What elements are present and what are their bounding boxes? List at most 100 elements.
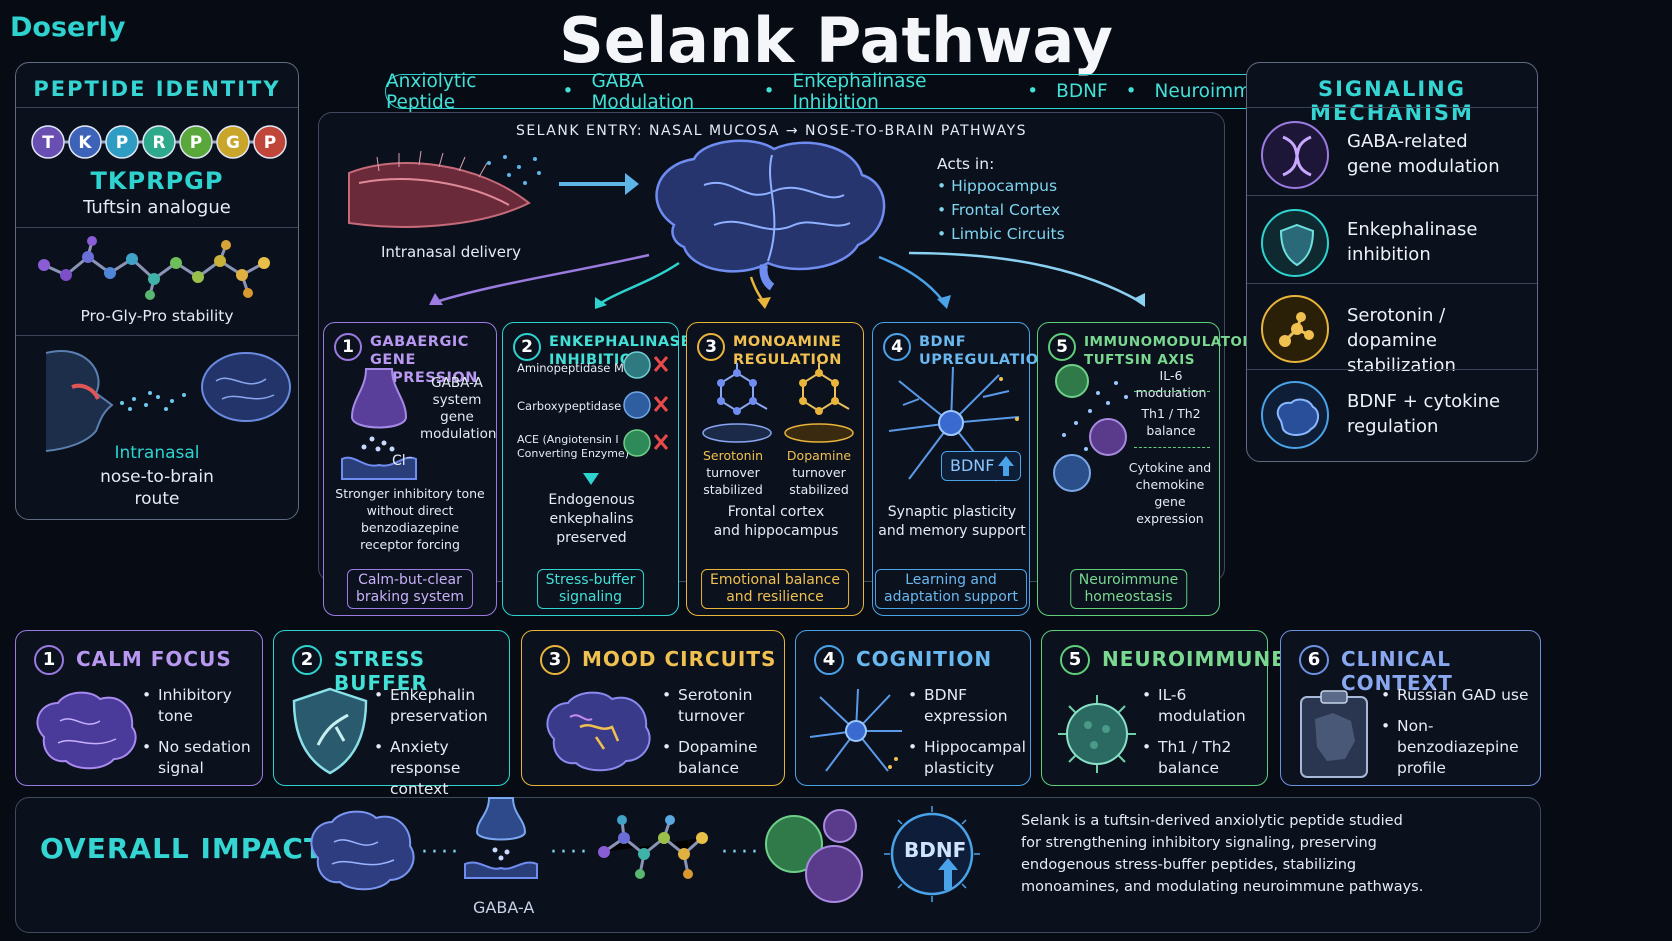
step-number: 3 xyxy=(697,333,725,361)
brain-icon xyxy=(655,139,886,291)
arrow-up-icon xyxy=(998,456,1014,476)
acts-in-item: • Limbic Circuits xyxy=(937,225,1065,243)
connector-dots: ···· xyxy=(421,840,461,865)
brain-icon xyxy=(310,810,415,891)
route-title: Intranasal xyxy=(114,443,200,463)
analogue-label: Tuftsin analogue xyxy=(83,197,231,218)
benefit-item: Inhibitory tone xyxy=(142,685,262,727)
clipboard-icon xyxy=(1300,690,1368,778)
nose-to-brain-illustration xyxy=(45,350,291,452)
residue-letter: K xyxy=(78,133,92,153)
residue-letter: P xyxy=(190,133,202,153)
benefit-number: 1 xyxy=(34,645,64,675)
shield-icon xyxy=(1261,209,1329,277)
step-title: REGULATION xyxy=(733,352,842,368)
overall-impact-panel: OVERALL IMPACT ···· GABA-A ···· ···· BDN… xyxy=(15,797,1541,933)
immune-item: IL-6 modulation xyxy=(1135,368,1207,400)
impact-summary: Selank is a tuftsin-derived anxiolytic p… xyxy=(1021,813,1424,895)
benefit-card-calm-focus: 1 CALM FOCUS Inhibitory tone No sedation… xyxy=(15,630,263,786)
residue-letter: G xyxy=(226,133,240,153)
neuron-icon xyxy=(809,688,902,772)
residue-bead: P xyxy=(105,125,139,159)
arrow-down-icon xyxy=(583,473,599,485)
immune-cells-icon xyxy=(1053,364,1128,492)
residue-letter: R xyxy=(152,133,165,153)
step-title: BDNF xyxy=(919,334,967,350)
benefit-number: 4 xyxy=(814,645,844,675)
arrow-right-icon xyxy=(559,173,639,195)
step-number: 1 xyxy=(334,333,362,361)
benefit-number: 3 xyxy=(540,645,570,675)
brand-logo: Doserly xyxy=(10,12,126,43)
serotonin-molecule-icon xyxy=(702,363,772,443)
stability-label: Pro-Gly-Pro stability xyxy=(80,307,234,325)
benefit-title: CALM FOCUS xyxy=(76,647,232,671)
molecule-icon xyxy=(38,236,270,300)
benefit-card-clinical-context: 6 CLINICAL CONTEXT Russian GAD use Non-b… xyxy=(1280,630,1541,786)
residue-letter: T xyxy=(42,133,54,153)
step-title: MONOAMINE xyxy=(733,334,842,350)
immune-cells-icon xyxy=(765,809,863,903)
dna-icon xyxy=(1261,121,1329,189)
enzyme-blocked-icons xyxy=(623,351,669,457)
dopamine-molecule-icon xyxy=(784,363,854,443)
residue-bead: R xyxy=(142,125,176,159)
benefit-number: 2 xyxy=(292,645,322,675)
shield-icon xyxy=(292,687,368,775)
route-line-2: route xyxy=(134,489,180,509)
acts-in-item: • Frontal Cortex xyxy=(937,201,1061,219)
residue-letter: P xyxy=(264,133,276,153)
bdnf-badge: BDNF xyxy=(941,451,1021,481)
benefit-title: NEUROIMMUNE xyxy=(1102,647,1286,671)
residue-bead: P xyxy=(179,125,213,159)
step-title: GABAERGIC xyxy=(370,334,469,350)
acts-in-item: • Hippocampus xyxy=(937,177,1058,195)
subtitle-item: GABA Modulation xyxy=(591,70,695,113)
subtitle-bar: Anxiolytic Peptide• GABA Modulation• Enk… xyxy=(385,70,1287,113)
benefit-item: Russian GAD use xyxy=(1381,685,1540,706)
panel-title: SIGNALING MECHANISM xyxy=(1310,77,1474,125)
benefit-title: COGNITION xyxy=(856,647,993,671)
subtitle-item: Anxiolytic Peptide xyxy=(386,70,477,113)
residue-letter: P xyxy=(116,133,128,153)
bdnf-label: BDNF xyxy=(904,838,967,862)
acts-in-label: Acts in: xyxy=(937,155,995,173)
brain-icon xyxy=(1261,381,1329,449)
step-number: 2 xyxy=(513,333,541,361)
enzyme-label: Aminopeptidase M xyxy=(517,361,624,375)
connector-dots: ···· xyxy=(550,840,590,865)
panel-title: PEPTIDE IDENTITY xyxy=(33,77,281,101)
enzyme-label: Carboxypeptidase xyxy=(517,399,622,413)
benefit-item: IL-6 modulation xyxy=(1142,685,1267,727)
subtitle-item: BDNF xyxy=(1056,81,1108,102)
residue-bead: K xyxy=(68,125,102,159)
molecule-icon xyxy=(1261,295,1329,363)
bdnf-icon xyxy=(884,806,980,902)
step-title: IMMUNOMODULATORY xyxy=(1084,334,1263,350)
benefit-card-neuroimmune: 5 NEUROIMMUNE IL-6 modulation Th1 / Th2b… xyxy=(1041,630,1285,786)
step-title: UPREGULATION xyxy=(919,352,1052,368)
benefit-number: 6 xyxy=(1299,645,1329,675)
step-number: 5 xyxy=(1048,333,1076,361)
step-number: 4 xyxy=(883,333,911,361)
